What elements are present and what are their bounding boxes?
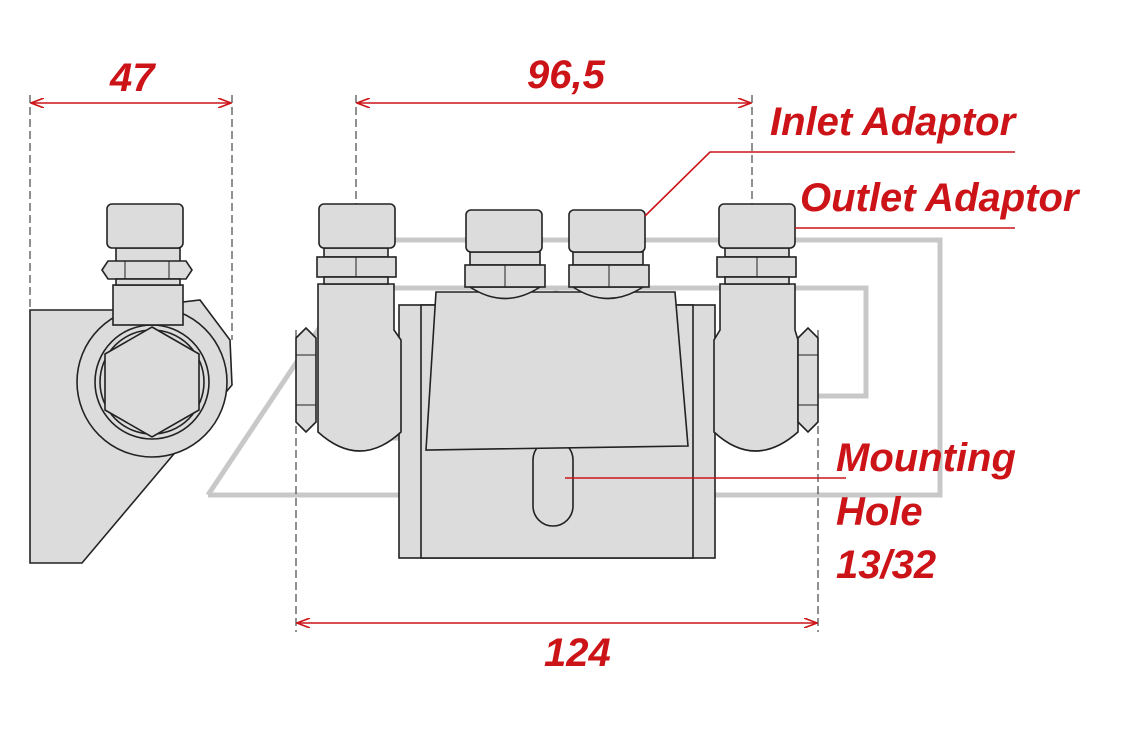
label-inlet-adaptor: Inlet Adaptor xyxy=(770,100,1016,144)
dimension-overall-width: 124 xyxy=(544,631,611,675)
label-mounting-line3: 13/32 xyxy=(836,543,937,587)
label-mounting-line1: Mounting xyxy=(836,436,1016,480)
dimension-lines xyxy=(29,95,819,632)
inlet-adaptor xyxy=(568,209,646,253)
leader-lines xyxy=(565,151,1015,479)
side-view xyxy=(29,203,233,564)
label-mounting-line2: Hole xyxy=(836,490,923,534)
label-outlet-adaptor: Outlet Adaptor xyxy=(800,176,1079,220)
outlet-adaptor xyxy=(718,203,796,249)
main-body xyxy=(295,203,819,559)
dimension-side-width: 47 xyxy=(110,56,155,100)
dimension-adaptor-spacing: 96,5 xyxy=(527,53,605,97)
